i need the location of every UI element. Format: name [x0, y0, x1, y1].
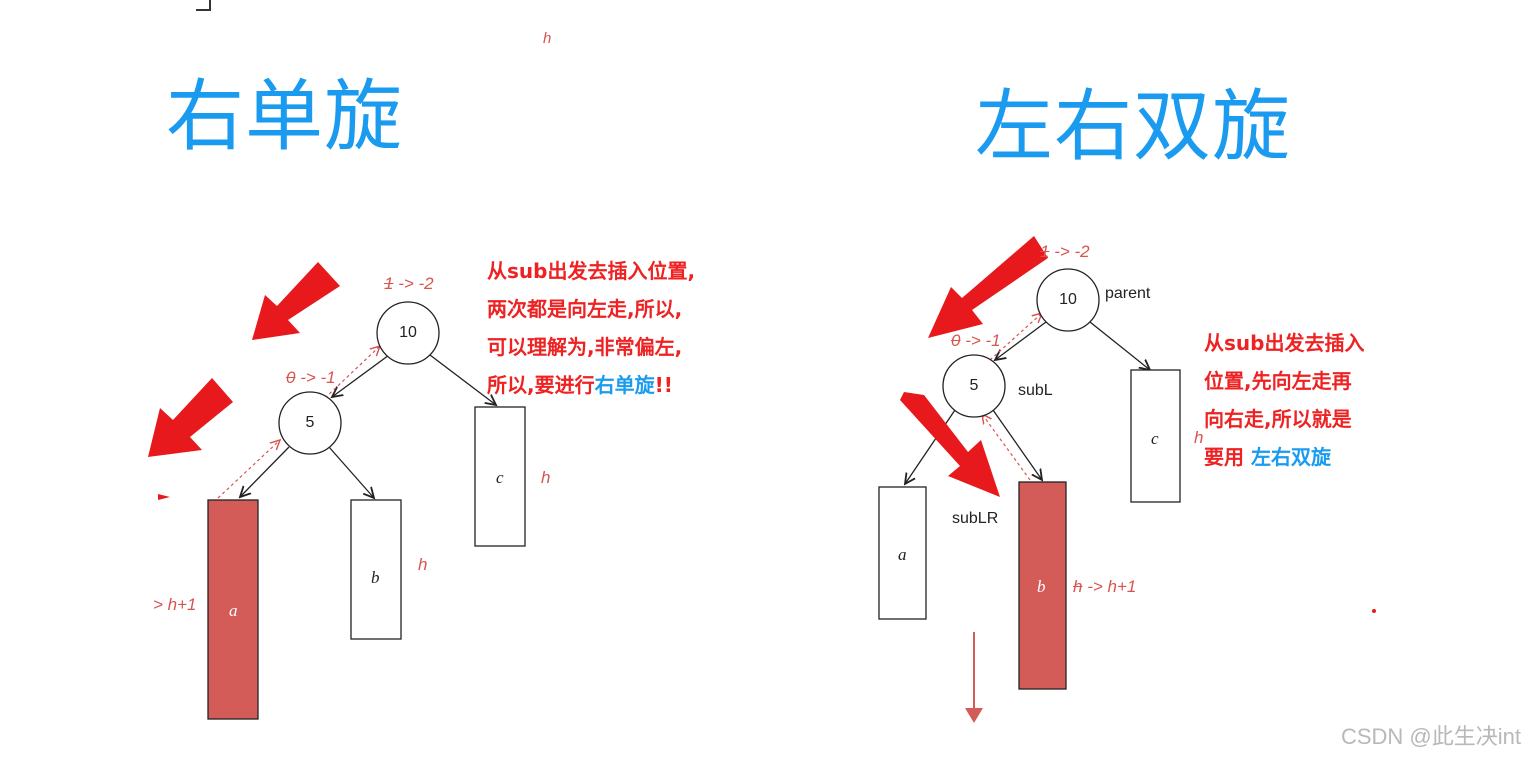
- right-bf-parent: 1 -> -2: [1040, 242, 1090, 262]
- right-edge-10-c: [1089, 321, 1150, 370]
- right-box-c-label: c: [1151, 429, 1159, 448]
- right-box-a: [878, 486, 927, 620]
- left-note: 从sub出发去插入位置, 两次都是向左走,所以, 可以理解为,非常偏左, 所以,…: [487, 252, 695, 404]
- right-down-arrow-head: [965, 708, 983, 723]
- left-note-line-4: 所以,要进行右单旋!!: [487, 366, 695, 404]
- right-node-5-label: 5: [969, 377, 979, 394]
- left-bf-parent: 1 -> -2: [384, 274, 434, 294]
- left-h-top: h: [543, 30, 552, 47]
- right-title: 左右双旋: [975, 82, 1292, 172]
- right-bf-parent-old: 1: [1040, 242, 1050, 261]
- right-note: 从sub出发去插入 位置,先向左走再 向右走,所以就是 要用 左右双旋: [1204, 324, 1364, 476]
- left-box-c: [474, 406, 526, 547]
- right-b-height-old: h: [1073, 577, 1083, 596]
- left-note-line-2: 两次都是向左走,所以,: [487, 297, 683, 321]
- right-bf-parent-new: -> -2: [1054, 242, 1090, 261]
- left-path-a-5: [217, 440, 280, 499]
- right-note-line-1: 从sub出发去插入: [1204, 331, 1365, 355]
- left-h-c: h: [541, 468, 551, 487]
- right-note-line-4: 要用 左右双旋: [1204, 438, 1364, 476]
- left-edge-10-c: [429, 354, 496, 405]
- left-bf-child-new: -> -1: [300, 368, 336, 387]
- red-dot: [1372, 609, 1376, 613]
- right-edge-5-b: [992, 409, 1042, 480]
- left-node-5-label: 5: [305, 414, 315, 431]
- right-box-b-label: b: [1037, 577, 1046, 596]
- right-label-sublr: subLR: [952, 510, 999, 527]
- right-b-height-new: -> h+1: [1087, 577, 1137, 596]
- left-bf-child-old: 0: [286, 368, 296, 387]
- left-box-c-label: c: [496, 468, 504, 487]
- right-bf-child-new: -> -1: [965, 331, 1001, 350]
- left-node-5: [278, 391, 342, 455]
- left-bf-child: 0 -> -1: [286, 368, 336, 388]
- right-note-line-4-text: 要用: [1204, 445, 1244, 469]
- left-box-a-label: a: [229, 601, 238, 620]
- left-box-a: [207, 499, 259, 720]
- right-note-line-3: 向右走,所以就是: [1204, 407, 1352, 431]
- csdn-watermark: CSDN @此生决int: [1340, 724, 1521, 749]
- right-note-highlight: 左右双旋: [1250, 445, 1331, 469]
- right-node-10-label: 10: [1059, 291, 1077, 308]
- right-edge-10-5: [995, 321, 1047, 360]
- right-label-subl: subL: [1018, 382, 1053, 399]
- right-big-arrow-2: [900, 392, 1000, 497]
- left-path-5-10: [324, 346, 380, 399]
- right-box-c: [1130, 369, 1181, 503]
- left-note-highlight: 右单旋: [594, 373, 655, 397]
- left-title: 右单旋: [166, 72, 404, 162]
- left-a-height: > h+1: [153, 595, 197, 614]
- left-note-tail: !!: [654, 373, 673, 397]
- left-node-10: [376, 301, 440, 365]
- left-small-mark: [158, 494, 170, 500]
- left-edge-10-5: [332, 354, 390, 397]
- left-h-b: h: [418, 555, 428, 574]
- right-node-5: [942, 354, 1006, 418]
- left-note-line-3: 可以理解为,非常偏左,: [487, 335, 683, 359]
- right-note-line-2: 位置,先向左走再: [1204, 369, 1352, 393]
- left-big-arrow-2: [148, 378, 233, 457]
- corner-mark: [196, 0, 211, 11]
- right-path-b-5: [982, 414, 1031, 481]
- right-label-parent: parent: [1105, 285, 1151, 302]
- left-node-10-label: 10: [399, 324, 417, 341]
- left-bf-parent-old: 1: [384, 274, 394, 293]
- right-bf-child: 0 -> -1: [951, 331, 1001, 351]
- left-edge-5-b: [328, 446, 374, 498]
- right-box-b: [1018, 481, 1067, 690]
- left-note-line-1: 从sub出发去插入位置,: [487, 259, 696, 283]
- left-box-b-label: b: [371, 568, 380, 587]
- right-b-height: h -> h+1: [1073, 577, 1136, 597]
- right-big-arrow-1: [928, 236, 1048, 338]
- right-node-10: [1036, 268, 1100, 332]
- left-note-line-4-text: 所以,要进行: [487, 373, 595, 397]
- right-h-c: h: [1194, 428, 1204, 447]
- right-box-a-label: a: [898, 545, 907, 564]
- left-box-b: [350, 499, 402, 640]
- right-bf-child-old: 0: [951, 331, 961, 350]
- left-big-arrow-1: [252, 262, 340, 340]
- left-bf-parent-new: -> -2: [398, 274, 434, 293]
- left-edge-5-a: [240, 446, 290, 497]
- right-edge-5-a: [905, 409, 956, 484]
